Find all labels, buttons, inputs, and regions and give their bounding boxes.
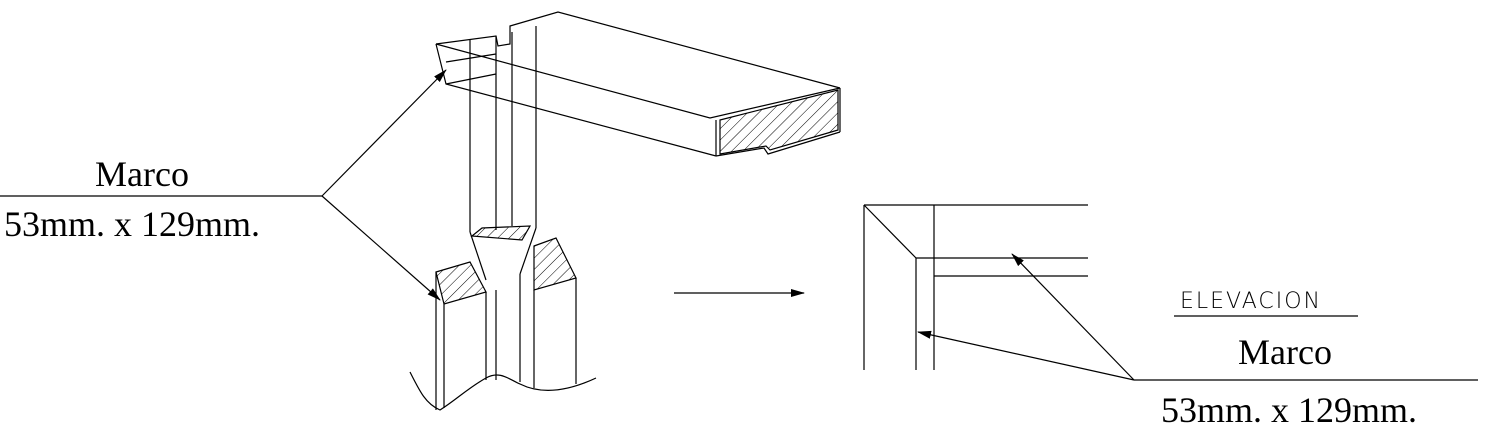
header-beam [435,11,841,157]
left-leader-lines [0,69,447,301]
elevation-detail [863,204,1478,381]
jamb-right-section-hatch [533,237,577,291]
left-callout-dimension: 53mm. x 129mm. [4,204,261,244]
elevation-callout-title: Marco [1238,332,1332,372]
elevation-view-label: ELEVACION [1180,289,1322,314]
elevation-callout-dimension: 53mm. x 129mm. [1161,390,1418,430]
vertical-jamb [409,26,597,411]
isometric-frame-detail [0,11,841,411]
jamb-mid-section-hatch [470,225,532,241]
left-callout-title: Marco [95,154,189,194]
jamb-left-section-hatch [435,261,487,305]
beam-section-hatch [719,89,839,155]
